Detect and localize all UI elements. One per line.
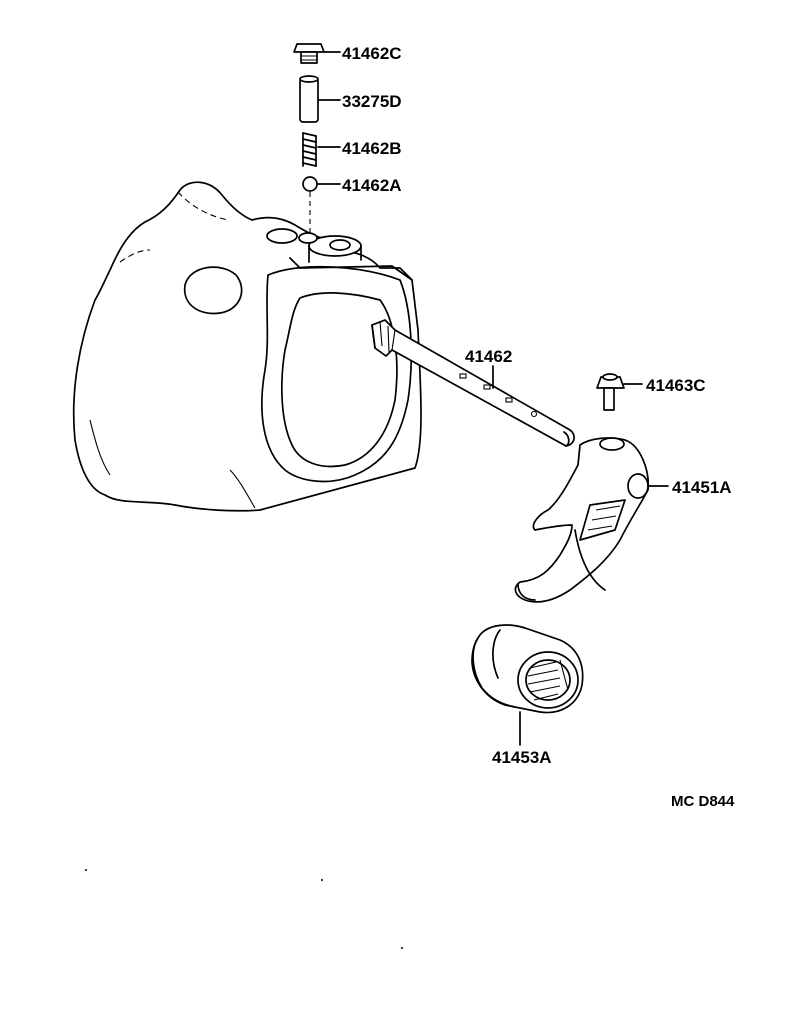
label-41462c: 41462C: [342, 44, 402, 63]
ball-41462a-part: [302, 176, 318, 192]
shift-shaft-41462-part: [371, 319, 575, 447]
bolt-41463c-part: [596, 373, 625, 411]
hub-sleeve-41453a-part: [471, 624, 584, 714]
label-41451a: 41451A: [672, 478, 732, 497]
plug-41462c-part: [293, 43, 325, 64]
shift-fork-41451a-part: [514, 437, 650, 603]
sleeve-33275d-part: [299, 75, 319, 123]
spring-41462b-part: [302, 132, 317, 167]
transmission-case: [72, 181, 422, 512]
label-41462a: 41462A: [342, 176, 402, 195]
label-41463c: 41463C: [646, 376, 706, 395]
label-33275d: 33275D: [342, 92, 402, 111]
label-41462b: 41462B: [342, 139, 402, 158]
diagram-code: MC D844: [671, 793, 735, 810]
label-41462: 41462: [465, 347, 512, 366]
label-41453a: 41453A: [492, 748, 552, 767]
